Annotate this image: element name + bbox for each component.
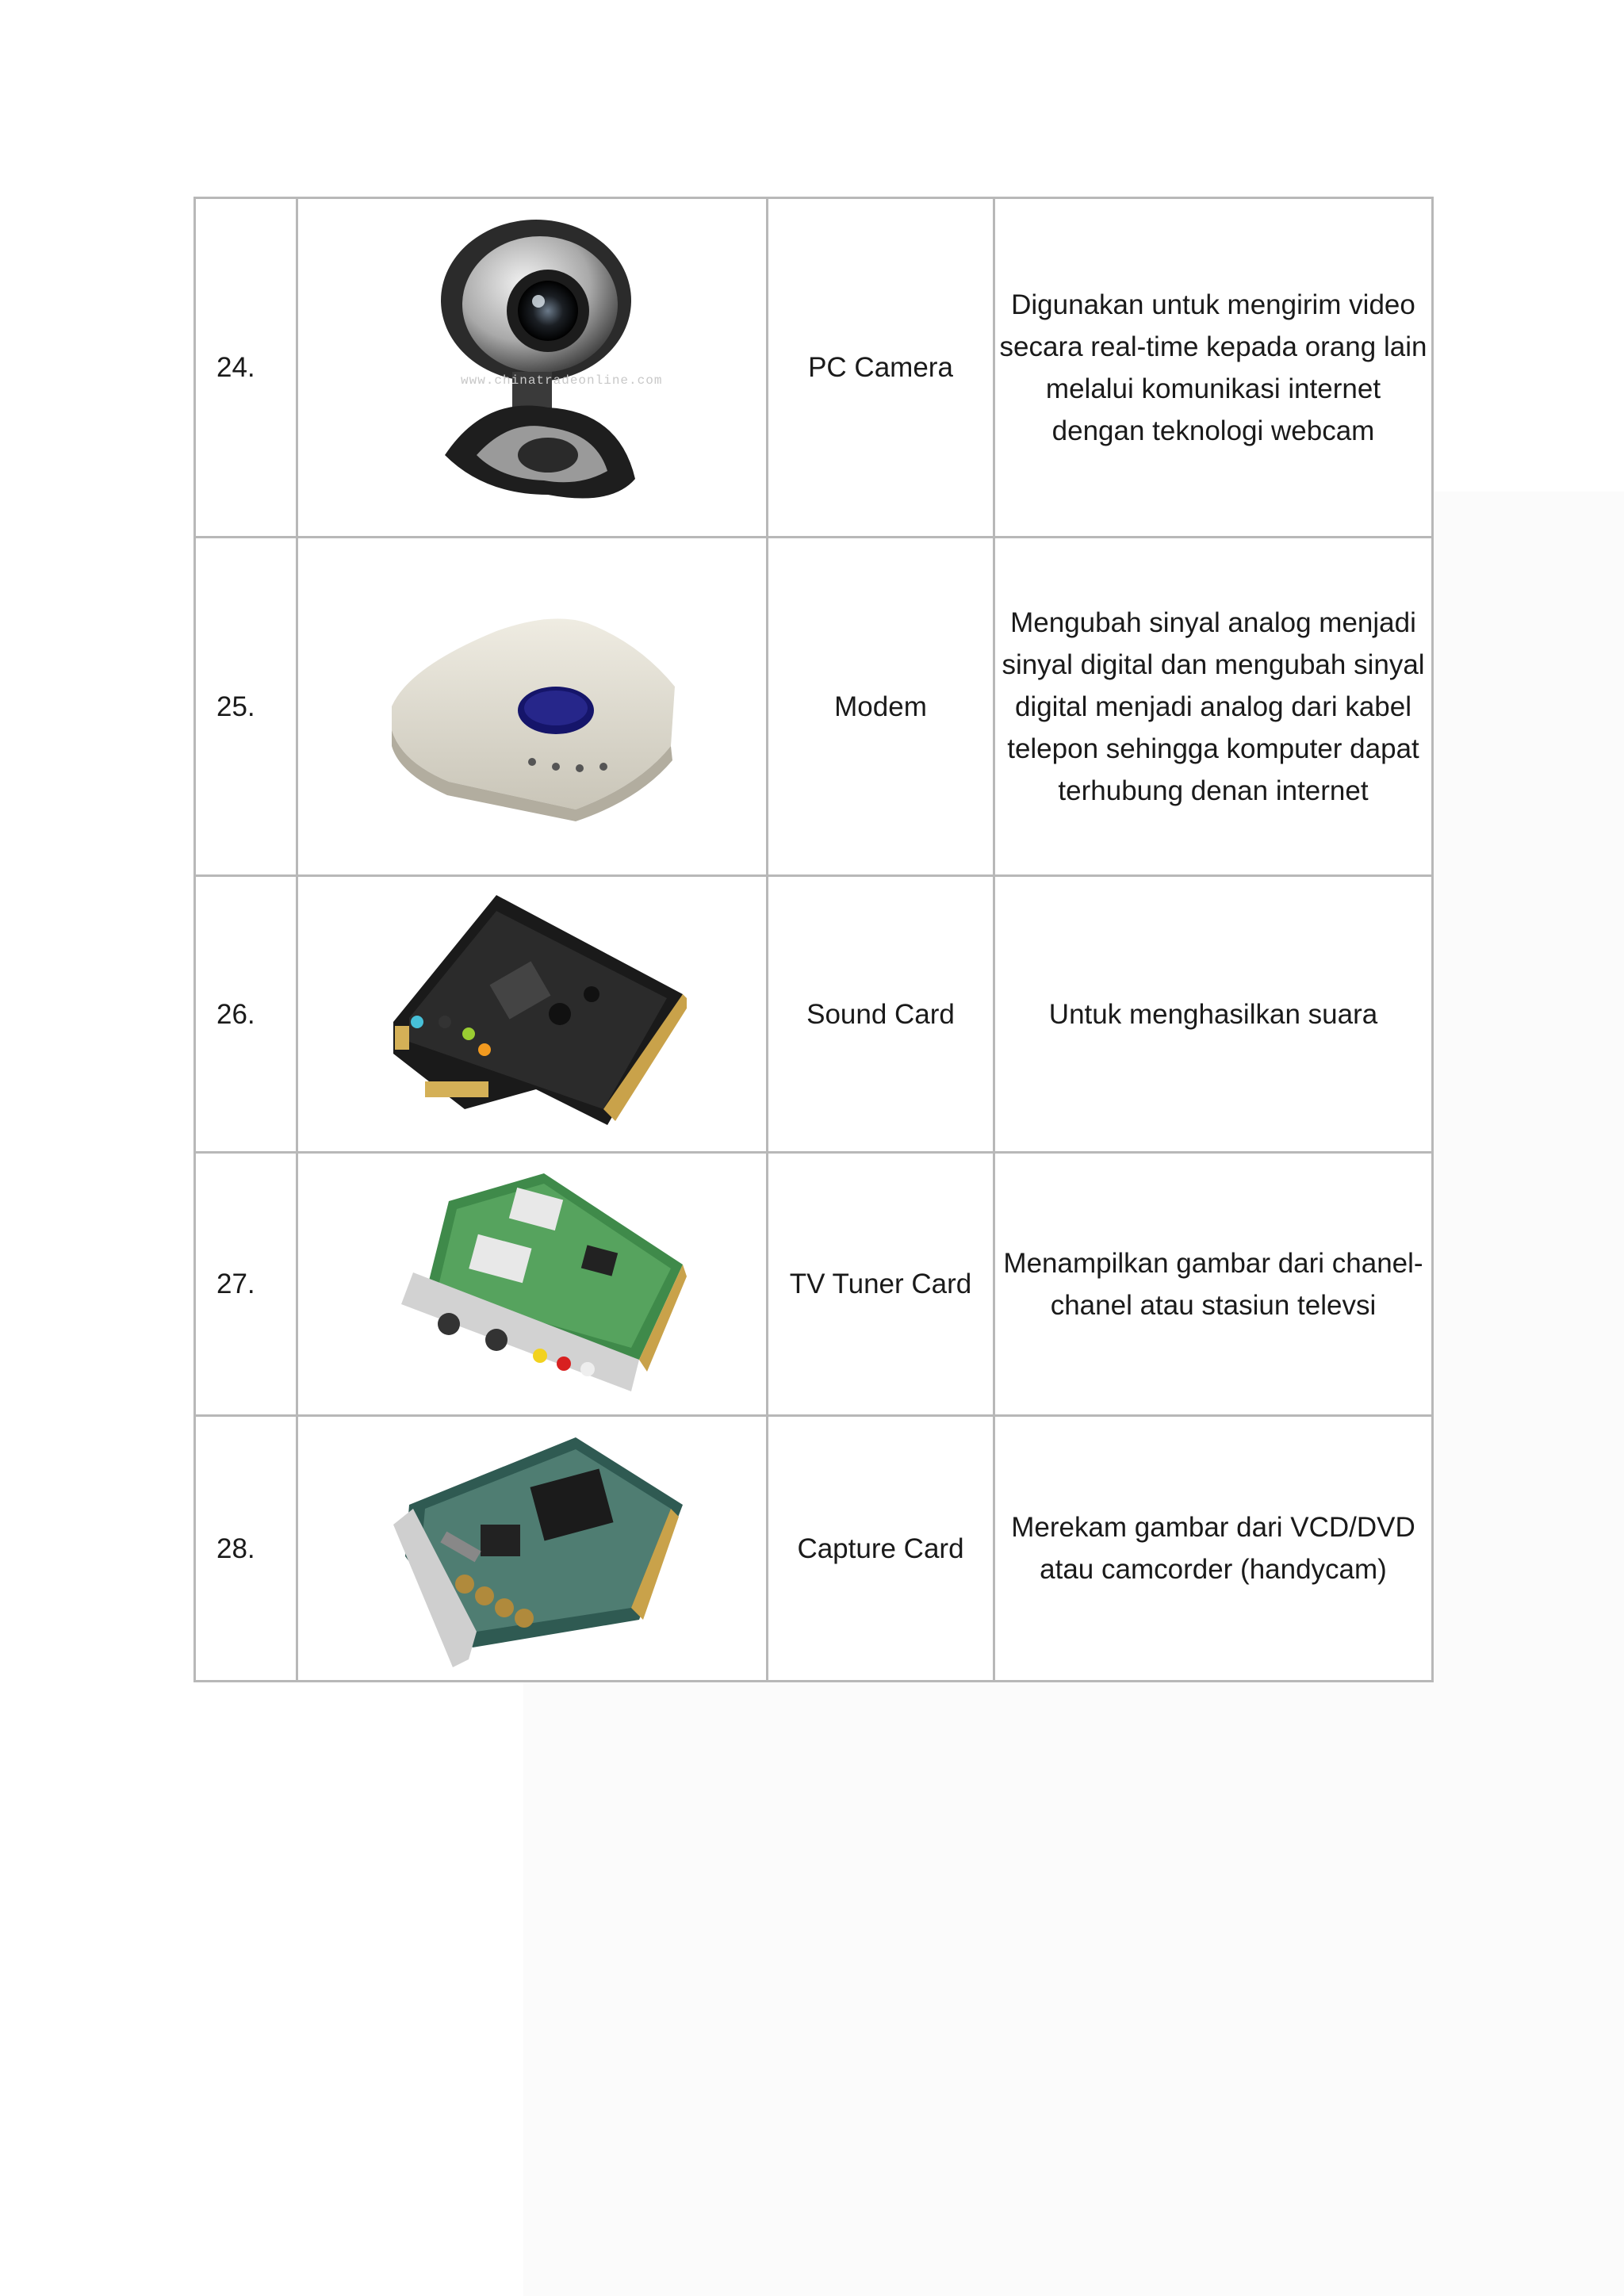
table-row: 27. TV Tuner Card [193, 1151, 1434, 1417]
row-number: 26. [193, 874, 298, 1154]
device-description: Digunakan untuk mengirim video secara re… [993, 197, 1434, 538]
capture-card-icon [377, 1429, 687, 1667]
row-number: 25. [193, 536, 298, 877]
row-number: 24. [193, 197, 298, 538]
tv-tuner-card-icon [377, 1161, 687, 1407]
table-row: 24. [193, 197, 1434, 538]
device-image-cell [296, 536, 768, 877]
device-name: Capture Card [766, 1414, 995, 1682]
device-description: Mengubah sinyal analog menjadi sinyal di… [993, 536, 1434, 877]
device-image-cell [296, 1414, 768, 1682]
device-name: Sound Card [766, 874, 995, 1154]
device-description: Merekam gambar dari VCD/DVD atau camcord… [993, 1414, 1434, 1682]
table-row: 26. Sound Card Unt [193, 874, 1434, 1154]
row-number: 28. [193, 1414, 298, 1682]
device-name: TV Tuner Card [766, 1151, 995, 1417]
device-table: 24. [193, 197, 1434, 1682]
device-name: Modem [766, 536, 995, 877]
modem-icon [377, 548, 687, 865]
device-image-cell [296, 1151, 768, 1417]
device-image-cell: www.chinatradeonline.com [296, 197, 768, 538]
table-row: 25. [193, 536, 1434, 877]
sound-card-icon [377, 883, 687, 1145]
row-number: 27. [193, 1151, 298, 1417]
device-description: Menampilkan gambar dari chanel-chanel at… [993, 1151, 1434, 1417]
table-row: 28. Capture Card Merekam gamb [193, 1414, 1434, 1682]
webcam-icon: www.chinatradeonline.com [389, 216, 675, 519]
image-watermark: www.chinatradeonline.com [461, 373, 663, 388]
device-name: PC Camera [766, 197, 995, 538]
device-image-cell [296, 874, 768, 1154]
device-description: Untuk menghasilkan suara [993, 874, 1434, 1154]
